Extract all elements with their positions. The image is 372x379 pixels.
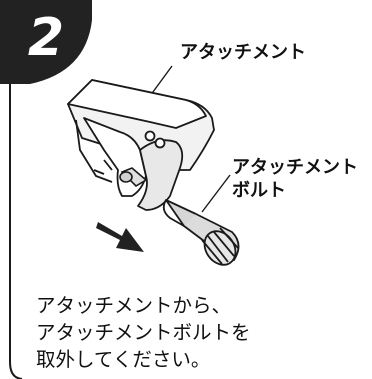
instruction-text: アタッチメントから、 アタッチメントボルトを 取外してください。: [36, 292, 251, 373]
attachment-bolt-label-line2: ボルト: [232, 180, 286, 201]
instruction-line-1: アタッチメントから、: [36, 294, 232, 317]
attachment-bolt-label-line1: アタッチメント: [232, 157, 358, 178]
instruction-line-3: 取外してください。: [36, 348, 211, 371]
instruction-line-2: アタッチメントボルトを: [36, 321, 251, 344]
attachment-label: アタッチメント: [180, 42, 306, 63]
step-number: 2: [27, 8, 65, 68]
attachment-illustration: [67, 65, 240, 266]
step-badge: [0, 0, 92, 84]
remove-direction-arrow: [96, 222, 144, 252]
attachment-leader-line: [149, 65, 173, 97]
attachment-bolt-part: [162, 199, 240, 266]
attachment-part: [67, 79, 215, 211]
bolt-leader-line: [201, 174, 231, 213]
bolt-shaft-front: [119, 167, 148, 188]
